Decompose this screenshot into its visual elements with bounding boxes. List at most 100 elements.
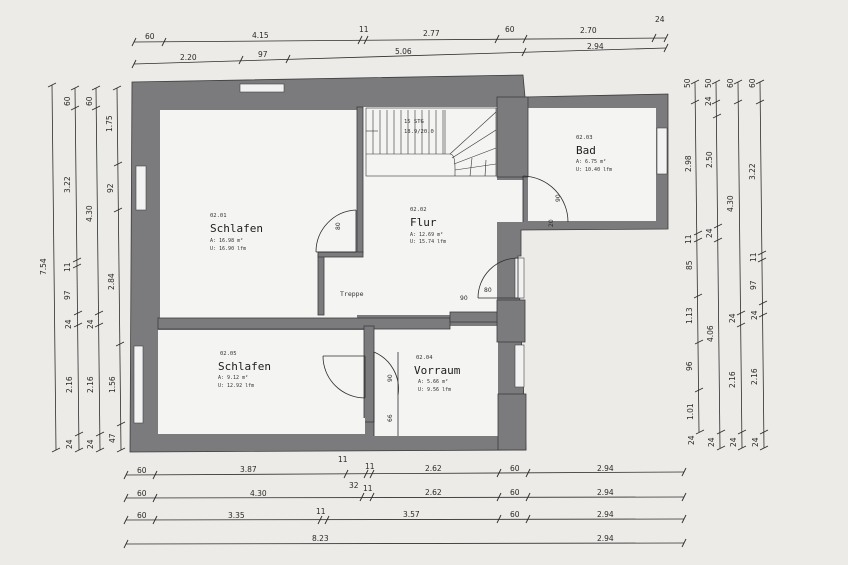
dim-label: 97 xyxy=(63,290,72,300)
partition-horizontal-right xyxy=(449,311,499,323)
dim-label: 2.16 xyxy=(750,368,759,385)
dim-label: 11 xyxy=(316,507,326,516)
partition-central xyxy=(356,106,364,254)
dim-label: 4.30 xyxy=(250,489,267,498)
vorraum-corner xyxy=(497,393,527,451)
doors: 80 90 20 90 90 66 xyxy=(315,175,569,436)
room-name: Vorraum xyxy=(414,364,461,377)
dim-label: 2.77 xyxy=(423,29,440,38)
room-area: A: 9.12 m² xyxy=(218,375,248,381)
room-name: Bad xyxy=(576,144,596,157)
dim-label: 11 xyxy=(359,25,369,34)
dimension-left: 7.54 60 3.22 11 97 24 2.16 24 60 4.30 24… xyxy=(39,82,126,453)
dim-label: 4.06 xyxy=(706,325,715,342)
dim-label: 2.94 xyxy=(587,42,604,51)
room-name: Schlafen xyxy=(210,222,263,235)
dim-label: 1.13 xyxy=(685,307,694,324)
dim-label: 60 xyxy=(85,96,94,106)
dim-label: 11 xyxy=(684,234,693,244)
dim-label: 1.75 xyxy=(105,115,114,132)
room-name: Schlafen xyxy=(218,360,271,373)
dim-label: 4.30 xyxy=(726,195,735,212)
dim-label: 24 xyxy=(751,437,760,447)
dim-label: 7.54 xyxy=(39,258,48,275)
dim-label: 60 xyxy=(63,96,72,106)
dim-label: 2.98 xyxy=(684,155,693,172)
dim-label: 24 xyxy=(64,319,73,329)
dim-label: 2.62 xyxy=(425,488,442,497)
windows xyxy=(133,83,668,424)
dim-label: 2.94 xyxy=(597,510,614,519)
dim-label: 5.06 xyxy=(395,47,412,56)
dim-label: 11 xyxy=(338,455,348,464)
dim-label: 4.30 xyxy=(85,205,94,222)
dimension-bottom: 60 3.87 11 11 2.62 60 2.94 32 60 4.30 11… xyxy=(123,455,687,549)
dim-label: 60 xyxy=(748,78,757,88)
staircase: 15 STG 18.9/20.0 Treppe xyxy=(340,107,497,298)
window-vorraum xyxy=(514,344,525,388)
dimension-right: 50 2.98 11 85 1.13 96 1.01 24 50 24 2.50… xyxy=(683,78,769,451)
dim-label: 50 xyxy=(683,78,692,88)
room-perimeter: U: 9.56 lfm xyxy=(418,387,451,393)
door-dim-3a: 90 xyxy=(555,194,562,202)
window-left-upper xyxy=(135,165,147,211)
dim-label: 1.01 xyxy=(686,403,695,420)
dim-label: 11 xyxy=(363,484,373,493)
dim-label: 60 xyxy=(505,25,515,34)
dim-label: 4.15 xyxy=(252,31,269,40)
room-flur-lower-floor xyxy=(323,255,497,315)
dim-label: 3.22 xyxy=(63,176,72,193)
dim-label: 2.70 xyxy=(580,26,597,35)
window-bad xyxy=(656,127,668,175)
dim-label: 3.22 xyxy=(748,163,757,180)
dim-label: 2.16 xyxy=(86,376,95,393)
dim-label: 2.62 xyxy=(425,464,442,473)
dim-label: 2.94 xyxy=(597,534,614,543)
dim-label: 92 xyxy=(106,183,115,193)
dim-label: 24 xyxy=(705,228,714,238)
room-schlafen-2-floor xyxy=(158,330,364,434)
dim-label: 24 xyxy=(704,96,713,106)
room-number: 02.02 xyxy=(410,207,427,213)
hall-notch-floor xyxy=(497,180,523,222)
room-labels: 02.01 Schlafen A: 16.98 m² U: 16.90 lfm … xyxy=(210,135,612,393)
door-dim-5: 20 xyxy=(548,219,555,227)
dim-label: 24 xyxy=(729,437,738,447)
door-dim-4: 90 xyxy=(460,295,468,302)
dim-label: 50 xyxy=(704,78,713,88)
dim-label: 60 xyxy=(137,489,147,498)
stair-steps-label: 15 STG xyxy=(404,119,424,125)
stair-ratio-label: 18.9/20.0 xyxy=(404,129,434,135)
room-number: 02.04 xyxy=(416,355,433,361)
room-perimeter: U: 10.40 lfm xyxy=(576,167,612,173)
dim-label: 60 xyxy=(510,464,520,473)
dim-label: 24 xyxy=(728,313,737,323)
dim-label: 97 xyxy=(749,280,758,290)
dim-label: 60 xyxy=(510,488,520,497)
room-perimeter: U: 12.92 lfm xyxy=(218,383,254,389)
room-area: A: 16.98 m² xyxy=(210,238,243,244)
dim-label: 24 xyxy=(86,319,95,329)
room-vorraum-floor xyxy=(374,326,498,436)
partition-bad xyxy=(496,96,529,178)
dim-label: 24 xyxy=(655,15,665,24)
dim-label: 2.94 xyxy=(597,488,614,497)
door-dim-6a: 90 xyxy=(387,374,394,382)
dim-label: 2.50 xyxy=(705,151,714,168)
dim-label: 96 xyxy=(685,361,694,371)
dim-label: 60 xyxy=(145,32,155,41)
dim-label: 24 xyxy=(707,437,716,447)
dim-label: 1.56 xyxy=(108,376,117,393)
room-number: 02.05 xyxy=(220,351,237,357)
stair-label: Treppe xyxy=(340,290,364,298)
dim-label: 11 xyxy=(365,462,375,471)
dim-label: 60 xyxy=(510,510,520,519)
dim-label: 11 xyxy=(63,262,72,272)
dim-label: 47 xyxy=(108,433,117,443)
dim-label: 2.94 xyxy=(597,464,614,473)
room-area: A: 12.69 m² xyxy=(410,232,443,238)
dim-label: 24 xyxy=(687,435,696,445)
door-dim-1: 80 xyxy=(335,222,342,230)
dim-label: 97 xyxy=(258,50,268,59)
door-dim-6b: 66 xyxy=(387,414,394,422)
